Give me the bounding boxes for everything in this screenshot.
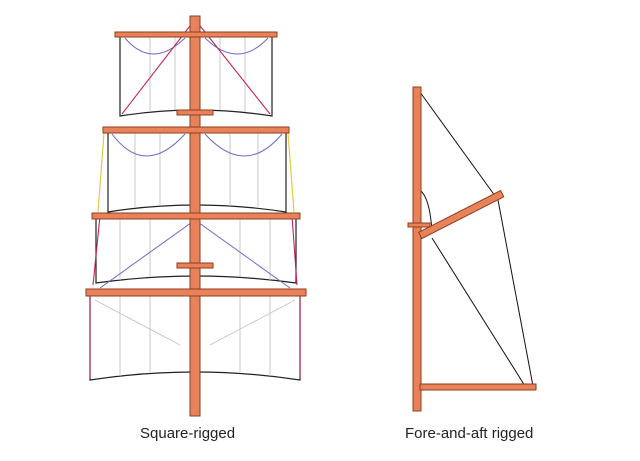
fore-aft-sail-lines xyxy=(416,87,534,387)
boom xyxy=(419,383,537,391)
sail-leech-lower xyxy=(497,199,534,387)
top-yard xyxy=(114,31,278,38)
lower-platform xyxy=(176,262,214,269)
yards xyxy=(85,31,307,297)
square-rigged-diagram xyxy=(85,15,307,417)
fore-and-aft-diagram xyxy=(407,86,537,412)
lower-yard xyxy=(85,288,307,297)
fore-and-aft-caption: Fore-and-aft rigged xyxy=(405,425,534,442)
upper-yard xyxy=(102,126,290,134)
blue-rigging xyxy=(99,37,291,289)
gaff xyxy=(417,189,505,240)
fore-aft-mast xyxy=(412,86,422,412)
gray-rigging xyxy=(94,37,296,376)
top-platform xyxy=(176,109,214,116)
sheet-line xyxy=(431,237,526,387)
yellow-rigging xyxy=(97,132,295,213)
middle-yard xyxy=(91,212,301,220)
crosstree xyxy=(407,222,431,228)
square-rigged-caption: Square-rigged xyxy=(140,425,236,442)
sail-leech-upper xyxy=(416,87,499,201)
